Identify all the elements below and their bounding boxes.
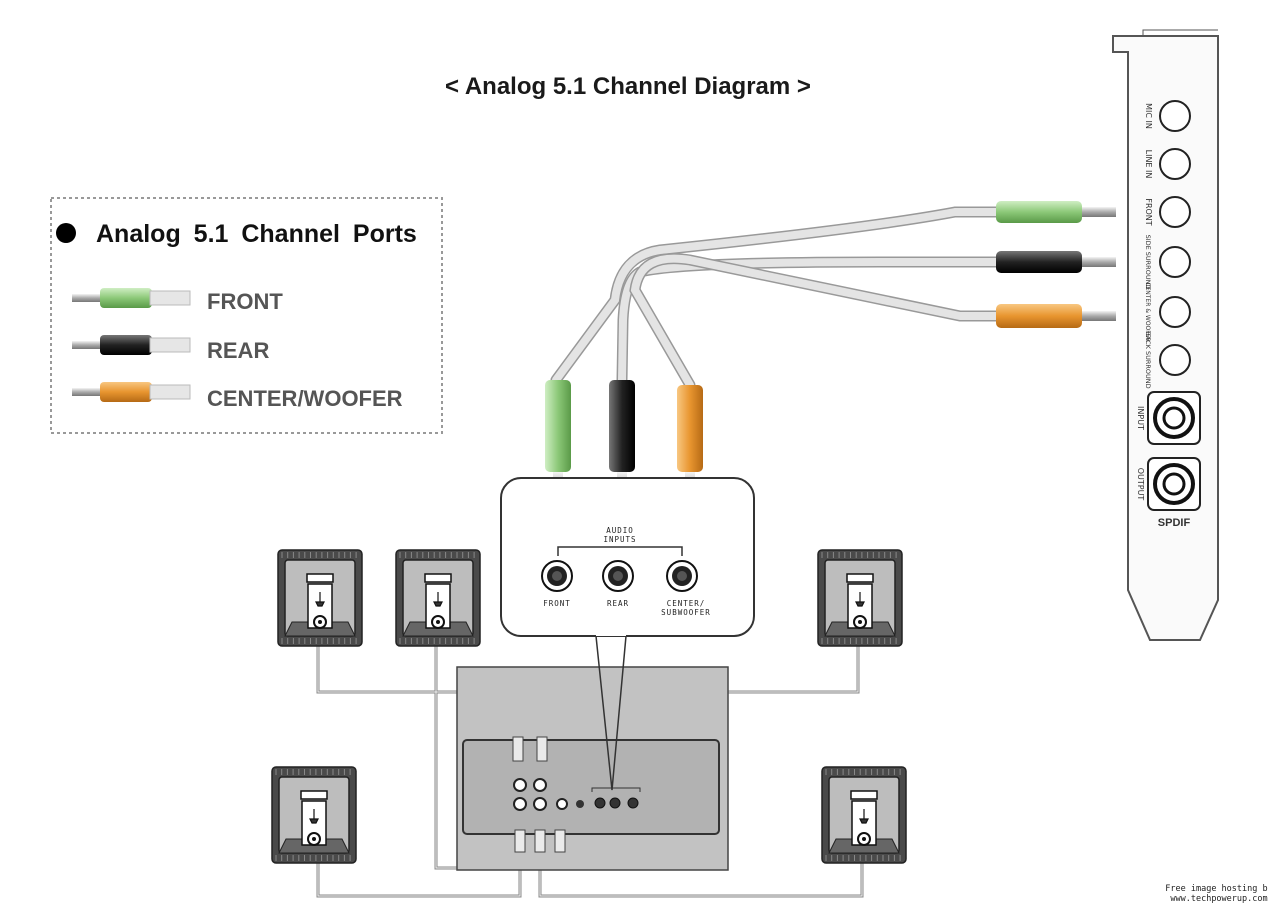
- legend-label-center-woofer: CENTER/WOOFER: [207, 386, 403, 411]
- center-woofer-jack-icon: [1159, 296, 1191, 328]
- jack-icon: [627, 797, 639, 809]
- port-label-line-in: LINE IN: [1144, 150, 1153, 179]
- jack-icon: [609, 797, 621, 809]
- front-jack-icon: [1159, 196, 1191, 228]
- legend-front-plug-icon: [72, 288, 191, 308]
- port-line-in: LINE IN: [1144, 148, 1191, 180]
- jack-icon: [533, 797, 547, 811]
- jack-icon: [513, 778, 527, 792]
- card-rear-plug-icon: [996, 251, 1116, 273]
- panel-group-label-inputs: INPUTS: [603, 535, 636, 544]
- port-label-back-surround: BACK SURROUND: [1144, 331, 1152, 388]
- port-center-woofer: CENTER & WOOFER: [1144, 282, 1191, 342]
- legend-title: Analog 5.1 Channel Ports: [96, 220, 417, 248]
- legend-label-rear: REAR: [207, 338, 269, 363]
- legend-border: [50, 197, 443, 434]
- back-surround-jack-icon: [1159, 344, 1191, 376]
- port-back-surround: BACK SURROUND: [1144, 331, 1191, 389]
- port-front: FRONT: [1144, 196, 1191, 228]
- panel-group-label-audio: AUDIO: [606, 526, 634, 535]
- port-label-center-woofer: CENTER & WOOFER: [1144, 282, 1151, 341]
- speaker-front-left: [277, 549, 363, 647]
- credit-line-2: www.techpowerup.com: [1170, 894, 1267, 904]
- port-spdif-output: OUTPUT: [1136, 457, 1201, 511]
- port-spdif-input: INPUT: [1136, 391, 1201, 445]
- speaker-front-right: [395, 549, 481, 647]
- callout-pointer: [595, 635, 627, 791]
- speaker-input-panel: AUDIO INPUTS FRONT REAR CENTER/ SUBWOOFE…: [500, 477, 755, 637]
- side-surround-jack-icon: [1159, 246, 1191, 278]
- legend-rear-plug-icon: [72, 335, 191, 355]
- port-label-spdif-input: INPUT: [1136, 406, 1145, 430]
- port-label-spdif-output: OUTPUT: [1136, 468, 1145, 501]
- subwoofer-unit: [456, 666, 729, 871]
- legend-label-front: FRONT: [207, 289, 283, 314]
- panel-center-jack: CENTER/ SUBWOOFER: [661, 560, 711, 617]
- speaker-rear-left: [271, 766, 357, 864]
- panel-jack-label-center: CENTER/: [667, 599, 706, 608]
- subwoofer-output-jacks: [513, 778, 641, 811]
- mic-in-jack-icon: [1159, 100, 1191, 132]
- speaker-rear-right: [821, 766, 907, 864]
- line-in-jack-icon: [1159, 148, 1191, 180]
- diagram-title: < Analog 5.1 Channel Diagram >: [445, 73, 811, 100]
- port-mic-in: MIC IN: [1144, 100, 1191, 132]
- jack-icon: [594, 797, 606, 809]
- sound-card-bracket: MIC IN LINE IN FRONT SIDE SURROUND CENTE…: [1112, 29, 1219, 641]
- port-label-mic-in: MIC IN: [1144, 103, 1153, 129]
- legend-center-plug-icon: [72, 382, 191, 402]
- audio-cables: [550, 206, 1006, 391]
- credit-line-1: Free image hosting by: [1165, 884, 1268, 894]
- legend: Analog 5.1 Channel Ports FRONT REAR CENT…: [50, 197, 443, 434]
- port-side-surround: SIDE SURROUND: [1144, 235, 1191, 290]
- jack-icon: [533, 778, 547, 792]
- port-label-side-surround: SIDE SURROUND: [1144, 235, 1152, 290]
- card-center-plug-icon: [996, 304, 1116, 328]
- jack-icon: [576, 800, 584, 808]
- panel-jack-label-front: FRONT: [543, 599, 571, 608]
- panel-front-jack: FRONT: [541, 560, 573, 608]
- bullet-icon: [56, 223, 76, 243]
- panel-jack-label-subwoofer: SUBWOOFER: [661, 608, 711, 617]
- speaker-center: [817, 549, 903, 647]
- panel-jack-label-rear: REAR: [607, 599, 629, 608]
- spdif-label: SPDIF: [1158, 517, 1191, 529]
- jack-icon: [513, 797, 527, 811]
- card-front-plug-icon: [996, 201, 1116, 223]
- panel-rear-jack: REAR: [602, 560, 634, 608]
- port-label-front: FRONT: [1144, 198, 1153, 225]
- jack-icon: [556, 798, 568, 810]
